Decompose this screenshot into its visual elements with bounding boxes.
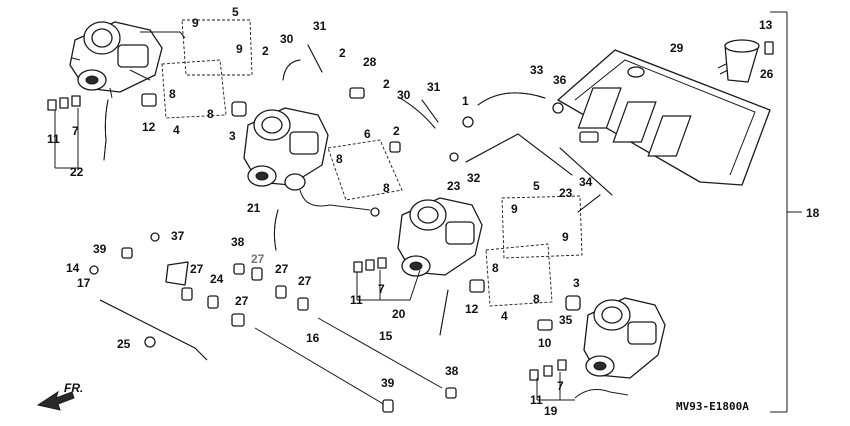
- part-label: 27: [275, 262, 289, 276]
- front-marker: FR.: [64, 381, 83, 395]
- part-label: 12: [465, 302, 479, 316]
- part-label: 2: [383, 77, 390, 91]
- drawing-code: MV93-E1800A: [676, 400, 749, 413]
- part-label: 9: [511, 202, 518, 216]
- small-parts: [47, 41, 774, 413]
- part-label: 20: [392, 307, 406, 321]
- front-arrow-icon: [36, 390, 75, 411]
- part-label: 7: [72, 124, 79, 138]
- part-label: 28: [363, 55, 377, 69]
- part-label: 4: [501, 309, 508, 323]
- leader-lines: [54, 11, 802, 413]
- part-label: 13: [759, 18, 773, 32]
- part-label: 2: [339, 46, 346, 60]
- part-label: 5: [533, 179, 540, 193]
- part-label: 12: [142, 120, 156, 134]
- part-label: 7: [378, 282, 385, 296]
- part-label: 9: [236, 42, 243, 56]
- carburetor-2: [243, 107, 380, 217]
- part-label: 22: [70, 165, 84, 179]
- part-label: 31: [313, 19, 327, 33]
- part-label: 8: [383, 181, 390, 195]
- part-label: 27: [190, 262, 204, 276]
- connecting-rods: [99, 261, 443, 406]
- carburetor-4: [574, 297, 666, 399]
- part-label: 33: [530, 63, 544, 77]
- part-label: 25: [117, 337, 131, 351]
- part-label: 9: [562, 230, 569, 244]
- part-label: 38: [231, 235, 245, 249]
- part-label: 21: [247, 201, 261, 215]
- part-label: 27: [235, 294, 249, 308]
- air-chamber: [557, 49, 771, 186]
- part-label: 30: [280, 32, 294, 46]
- part-label: 5: [232, 5, 239, 19]
- kit-frames: [161, 19, 583, 307]
- part-label: 36: [553, 73, 567, 87]
- part-label: 10: [538, 336, 552, 350]
- part-label: 23: [447, 179, 461, 193]
- part-label: 8: [336, 152, 343, 166]
- part-label: 15: [379, 329, 393, 343]
- part-label: 38: [445, 364, 459, 378]
- part-label: 26: [760, 67, 774, 81]
- part-label: 35: [559, 313, 573, 327]
- part-label: 37: [171, 229, 185, 243]
- part-label: 29: [670, 41, 684, 55]
- part-label: 23: [559, 186, 573, 200]
- part-labels: 1 2 2 2 2 3 3 4 4 5 5 6 7 7 7 8 8 8 8 8 …: [47, 5, 820, 418]
- carburetor-3: [397, 197, 483, 277]
- part-label: 8: [207, 107, 214, 121]
- part-label: 8: [169, 87, 176, 101]
- part-label: 14: [66, 261, 80, 275]
- part-label: 30: [397, 88, 411, 102]
- part-label: 8: [533, 292, 540, 306]
- part-label: 11: [530, 393, 543, 407]
- part-label: 34: [579, 175, 593, 189]
- part-label: 31: [427, 80, 441, 94]
- hoses: [103, 44, 613, 336]
- part-label: 27: [298, 274, 312, 288]
- part-label: 17: [77, 276, 91, 290]
- part-label: 11: [47, 132, 60, 146]
- part-label: 19: [544, 404, 558, 418]
- part-label: 16: [306, 331, 320, 345]
- part-label: 11: [350, 293, 363, 307]
- part-label: 32: [467, 171, 481, 185]
- part-label: 2: [393, 124, 400, 138]
- part-label: 6: [364, 127, 371, 141]
- air-funnel: [717, 39, 760, 83]
- part-label: 27: [251, 252, 265, 266]
- part-label: 3: [573, 276, 580, 290]
- part-label: 18: [806, 206, 820, 220]
- part-label: 39: [381, 376, 395, 390]
- part-label: 39: [93, 242, 107, 256]
- part-label: 8: [492, 261, 499, 275]
- part-label: 9: [192, 16, 199, 30]
- part-label: 2: [262, 44, 269, 58]
- part-label: 7: [557, 379, 564, 393]
- part-label: 3: [229, 129, 236, 143]
- part-label: 4: [173, 123, 180, 137]
- part-label: 1: [462, 94, 469, 108]
- carburetor-1: [69, 21, 186, 99]
- part-label: 24: [210, 272, 224, 286]
